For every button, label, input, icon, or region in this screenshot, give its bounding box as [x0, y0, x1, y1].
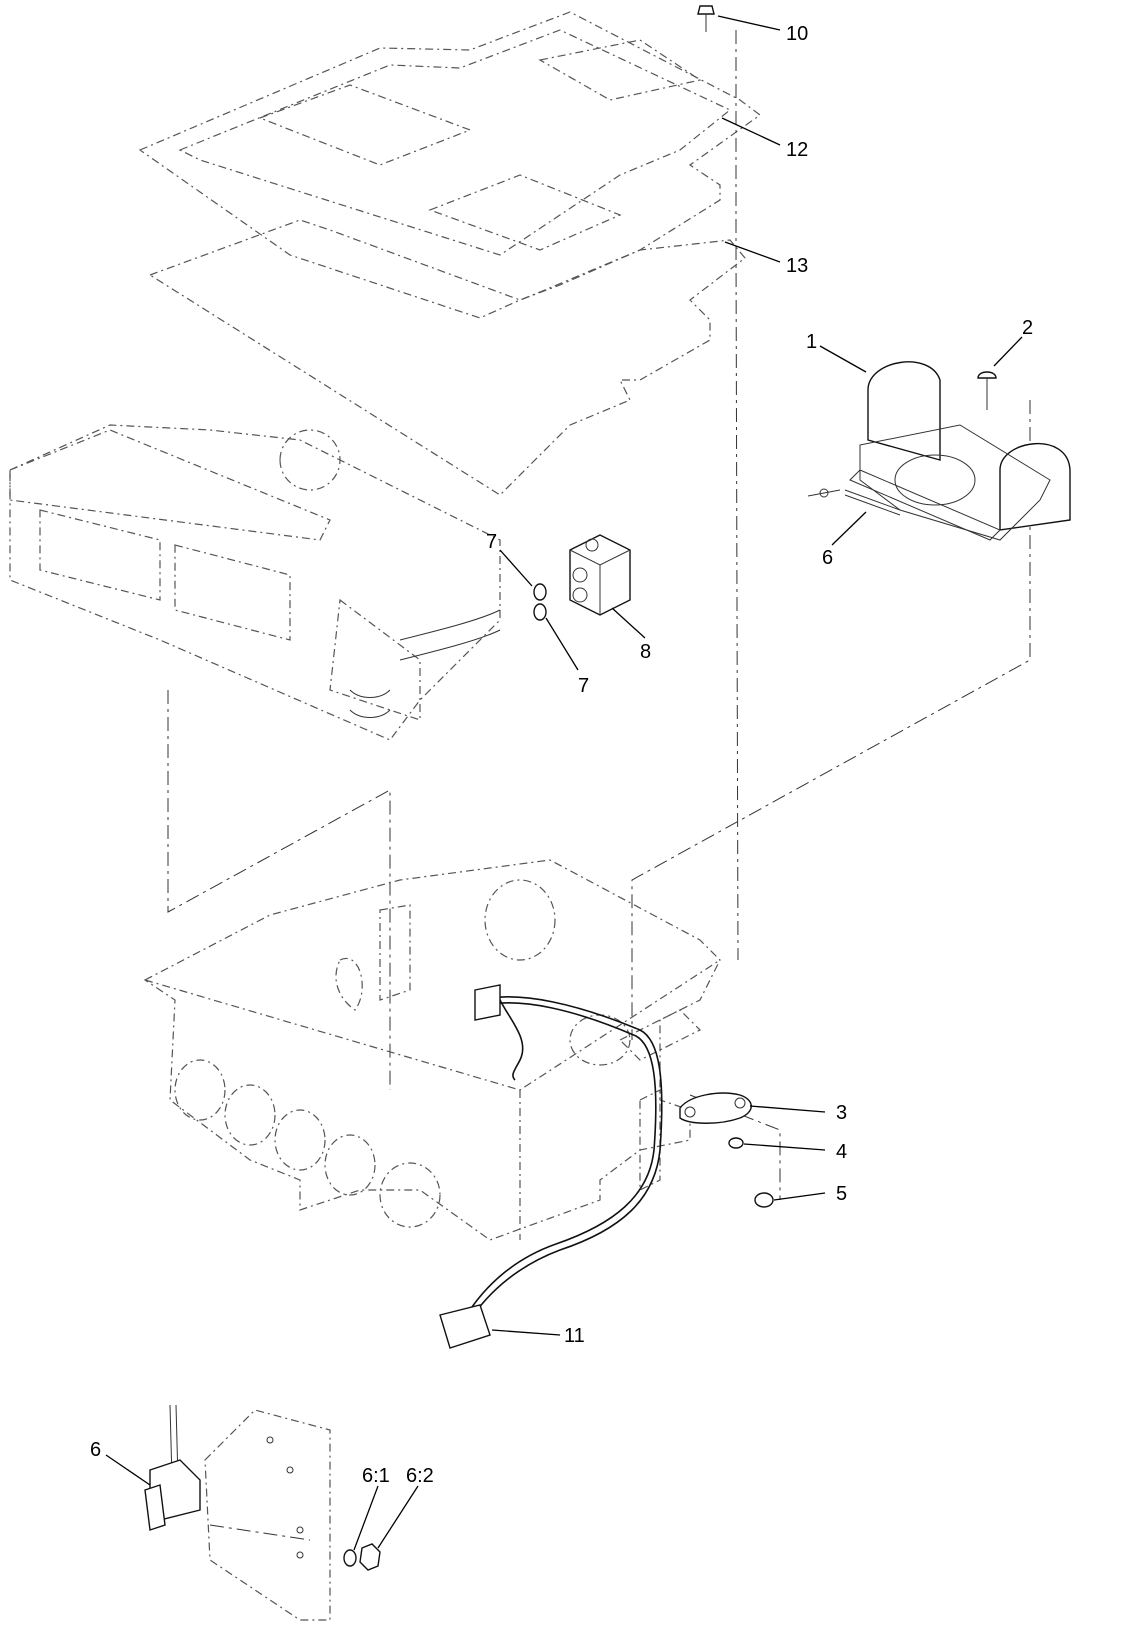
callout-6-bottom: 6 — [90, 1439, 101, 1461]
callouts: 10 12 13 1 2 6 7 8 7 3 4 5 11 6 6:1 6:2 — [90, 23, 1033, 1487]
hvac-unit — [9, 424, 501, 741]
nut — [754, 1192, 774, 1208]
main-housing — [143, 859, 721, 1241]
latch-washer — [343, 1549, 357, 1567]
callout-7-upper: 7 — [486, 531, 497, 553]
o-ring-lower — [533, 603, 547, 621]
assembly-centerlines — [167, 30, 1031, 1541]
lock-washer — [728, 1137, 744, 1149]
callout-5: 5 — [836, 1183, 847, 1205]
callout-7-lower: 7 — [578, 675, 589, 697]
expansion-valve — [569, 534, 631, 616]
carriage-bolt — [977, 371, 997, 410]
latch-detail — [144, 1404, 201, 1531]
callout-12: 12 — [786, 139, 808, 161]
mounting-plate — [204, 1409, 331, 1621]
top-cover-plate — [138, 11, 762, 319]
callout-2: 2 — [1022, 317, 1033, 339]
callout-13: 13 — [786, 255, 808, 277]
leader-lines — [105, 15, 1023, 1551]
callout-3: 3 — [836, 1102, 847, 1124]
wire-harness — [439, 984, 663, 1349]
small-plate — [679, 1092, 752, 1124]
callout-6-top: 6 — [822, 547, 833, 569]
callout-6-2: 6:2 — [406, 1465, 434, 1487]
callout-4: 4 — [836, 1141, 847, 1163]
callout-8: 8 — [640, 641, 651, 663]
callout-1: 1 — [806, 331, 817, 353]
callout-10: 10 — [786, 23, 808, 45]
small-hardware-left — [807, 488, 841, 498]
push-fastener — [697, 5, 715, 32]
o-ring-upper — [533, 583, 547, 601]
latch-nut — [359, 1543, 381, 1571]
gasket-plate — [148, 219, 746, 496]
callout-11: 11 — [564, 1325, 585, 1347]
callout-6-1: 6:1 — [362, 1465, 390, 1487]
vent-bracket-assembly — [844, 361, 1071, 541]
